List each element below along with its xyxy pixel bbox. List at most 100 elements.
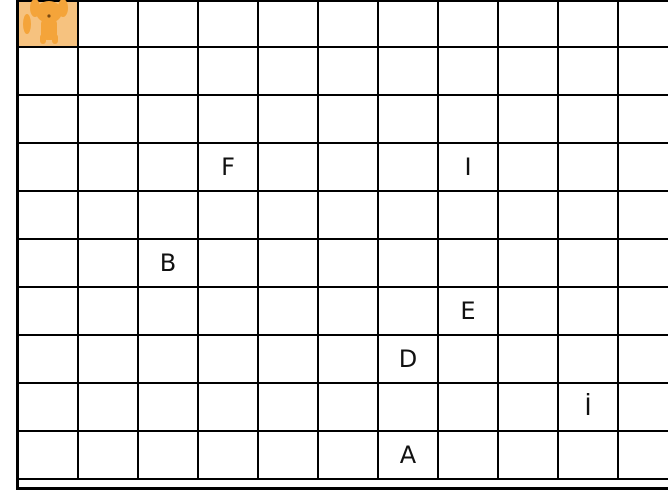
grid-cell[interactable] xyxy=(139,192,199,240)
grid-cell[interactable] xyxy=(619,48,668,96)
grid-cell[interactable] xyxy=(319,336,379,384)
grid-cell[interactable] xyxy=(79,0,139,48)
grid-cell[interactable] xyxy=(139,0,199,48)
grid-cell[interactable] xyxy=(139,96,199,144)
grid-cell[interactable]: İ xyxy=(559,384,619,432)
grid-cell[interactable] xyxy=(619,336,668,384)
grid-cell[interactable] xyxy=(19,288,79,336)
grid-cell[interactable] xyxy=(19,96,79,144)
grid-cell[interactable] xyxy=(199,48,259,96)
grid-cell[interactable] xyxy=(199,96,259,144)
grid-cell[interactable] xyxy=(499,48,559,96)
grid-cell[interactable] xyxy=(139,432,199,480)
grid-cell[interactable] xyxy=(619,432,668,480)
grid-cell[interactable] xyxy=(319,144,379,192)
grid-cell[interactable] xyxy=(499,288,559,336)
grid-cell[interactable] xyxy=(439,48,499,96)
grid-cell[interactable] xyxy=(439,336,499,384)
grid-cell[interactable] xyxy=(439,192,499,240)
grid-cell[interactable] xyxy=(439,240,499,288)
grid-cell[interactable] xyxy=(319,432,379,480)
grid-cell[interactable]: F xyxy=(199,144,259,192)
grid-cell[interactable] xyxy=(619,96,668,144)
start-cell[interactable] xyxy=(19,0,79,48)
grid-cell[interactable] xyxy=(559,96,619,144)
grid-cell[interactable] xyxy=(559,432,619,480)
grid-cell[interactable] xyxy=(379,384,439,432)
grid-cell[interactable] xyxy=(79,192,139,240)
grid-cell[interactable] xyxy=(439,384,499,432)
grid-cell[interactable] xyxy=(619,192,668,240)
grid-cell[interactable] xyxy=(319,384,379,432)
grid-cell[interactable] xyxy=(79,96,139,144)
grid-cell[interactable] xyxy=(319,288,379,336)
grid-cell[interactable] xyxy=(79,288,139,336)
grid-cell[interactable] xyxy=(379,48,439,96)
grid-cell[interactable] xyxy=(439,432,499,480)
grid-cell[interactable] xyxy=(259,384,319,432)
grid-cell[interactable] xyxy=(79,144,139,192)
grid-cell[interactable] xyxy=(559,336,619,384)
grid-cell[interactable] xyxy=(619,240,668,288)
grid-cell[interactable] xyxy=(139,288,199,336)
grid-cell[interactable] xyxy=(499,192,559,240)
grid-cell[interactable]: E xyxy=(439,288,499,336)
grid-cell[interactable] xyxy=(499,384,559,432)
grid-cell[interactable] xyxy=(379,144,439,192)
grid-cell[interactable] xyxy=(199,384,259,432)
grid-cell[interactable] xyxy=(259,96,319,144)
grid-cell[interactable] xyxy=(199,192,259,240)
grid-cell[interactable] xyxy=(139,384,199,432)
grid-cell[interactable] xyxy=(439,0,499,48)
grid-cell[interactable] xyxy=(499,96,559,144)
grid-cell[interactable] xyxy=(259,336,319,384)
grid-cell[interactable] xyxy=(19,432,79,480)
grid-cell[interactable]: B xyxy=(139,240,199,288)
grid-cell[interactable] xyxy=(319,96,379,144)
grid-cell[interactable] xyxy=(319,192,379,240)
grid-cell[interactable] xyxy=(199,240,259,288)
grid-cell[interactable] xyxy=(439,96,499,144)
grid-cell[interactable] xyxy=(19,336,79,384)
grid-cell[interactable] xyxy=(619,384,668,432)
grid-cell[interactable] xyxy=(139,144,199,192)
grid-cell[interactable] xyxy=(79,384,139,432)
grid-cell[interactable] xyxy=(19,48,79,96)
grid-cell[interactable] xyxy=(319,240,379,288)
grid-cell[interactable] xyxy=(79,336,139,384)
grid-cell[interactable] xyxy=(499,432,559,480)
grid-cell[interactable] xyxy=(559,288,619,336)
grid-cell[interactable] xyxy=(199,336,259,384)
grid-cell[interactable] xyxy=(619,144,668,192)
grid-cell[interactable] xyxy=(259,192,319,240)
grid-cell[interactable] xyxy=(19,192,79,240)
grid-cell[interactable]: I xyxy=(439,144,499,192)
grid-cell[interactable] xyxy=(79,240,139,288)
grid-cell[interactable] xyxy=(379,288,439,336)
grid-cell[interactable] xyxy=(499,0,559,48)
grid-cell[interactable] xyxy=(79,48,139,96)
grid-cell[interactable] xyxy=(19,240,79,288)
grid-cell[interactable]: A xyxy=(379,432,439,480)
grid-cell[interactable] xyxy=(199,0,259,48)
grid-cell[interactable] xyxy=(319,48,379,96)
grid-cell[interactable] xyxy=(619,0,668,48)
grid-cell[interactable] xyxy=(379,0,439,48)
grid-cell[interactable] xyxy=(139,336,199,384)
grid-cell[interactable] xyxy=(499,240,559,288)
grid-cell[interactable]: D xyxy=(379,336,439,384)
grid-cell[interactable] xyxy=(559,0,619,48)
grid-cell[interactable] xyxy=(259,144,319,192)
grid-cell[interactable] xyxy=(259,432,319,480)
grid-cell[interactable] xyxy=(259,240,319,288)
grid-cell[interactable] xyxy=(379,240,439,288)
grid-cell[interactable] xyxy=(559,240,619,288)
grid-cell[interactable] xyxy=(199,432,259,480)
grid-cell[interactable] xyxy=(499,144,559,192)
grid-cell[interactable] xyxy=(379,192,439,240)
grid-cell[interactable] xyxy=(499,336,559,384)
grid-cell[interactable] xyxy=(19,144,79,192)
grid-cell[interactable] xyxy=(139,48,199,96)
grid-cell[interactable] xyxy=(199,288,259,336)
grid-cell[interactable] xyxy=(79,432,139,480)
